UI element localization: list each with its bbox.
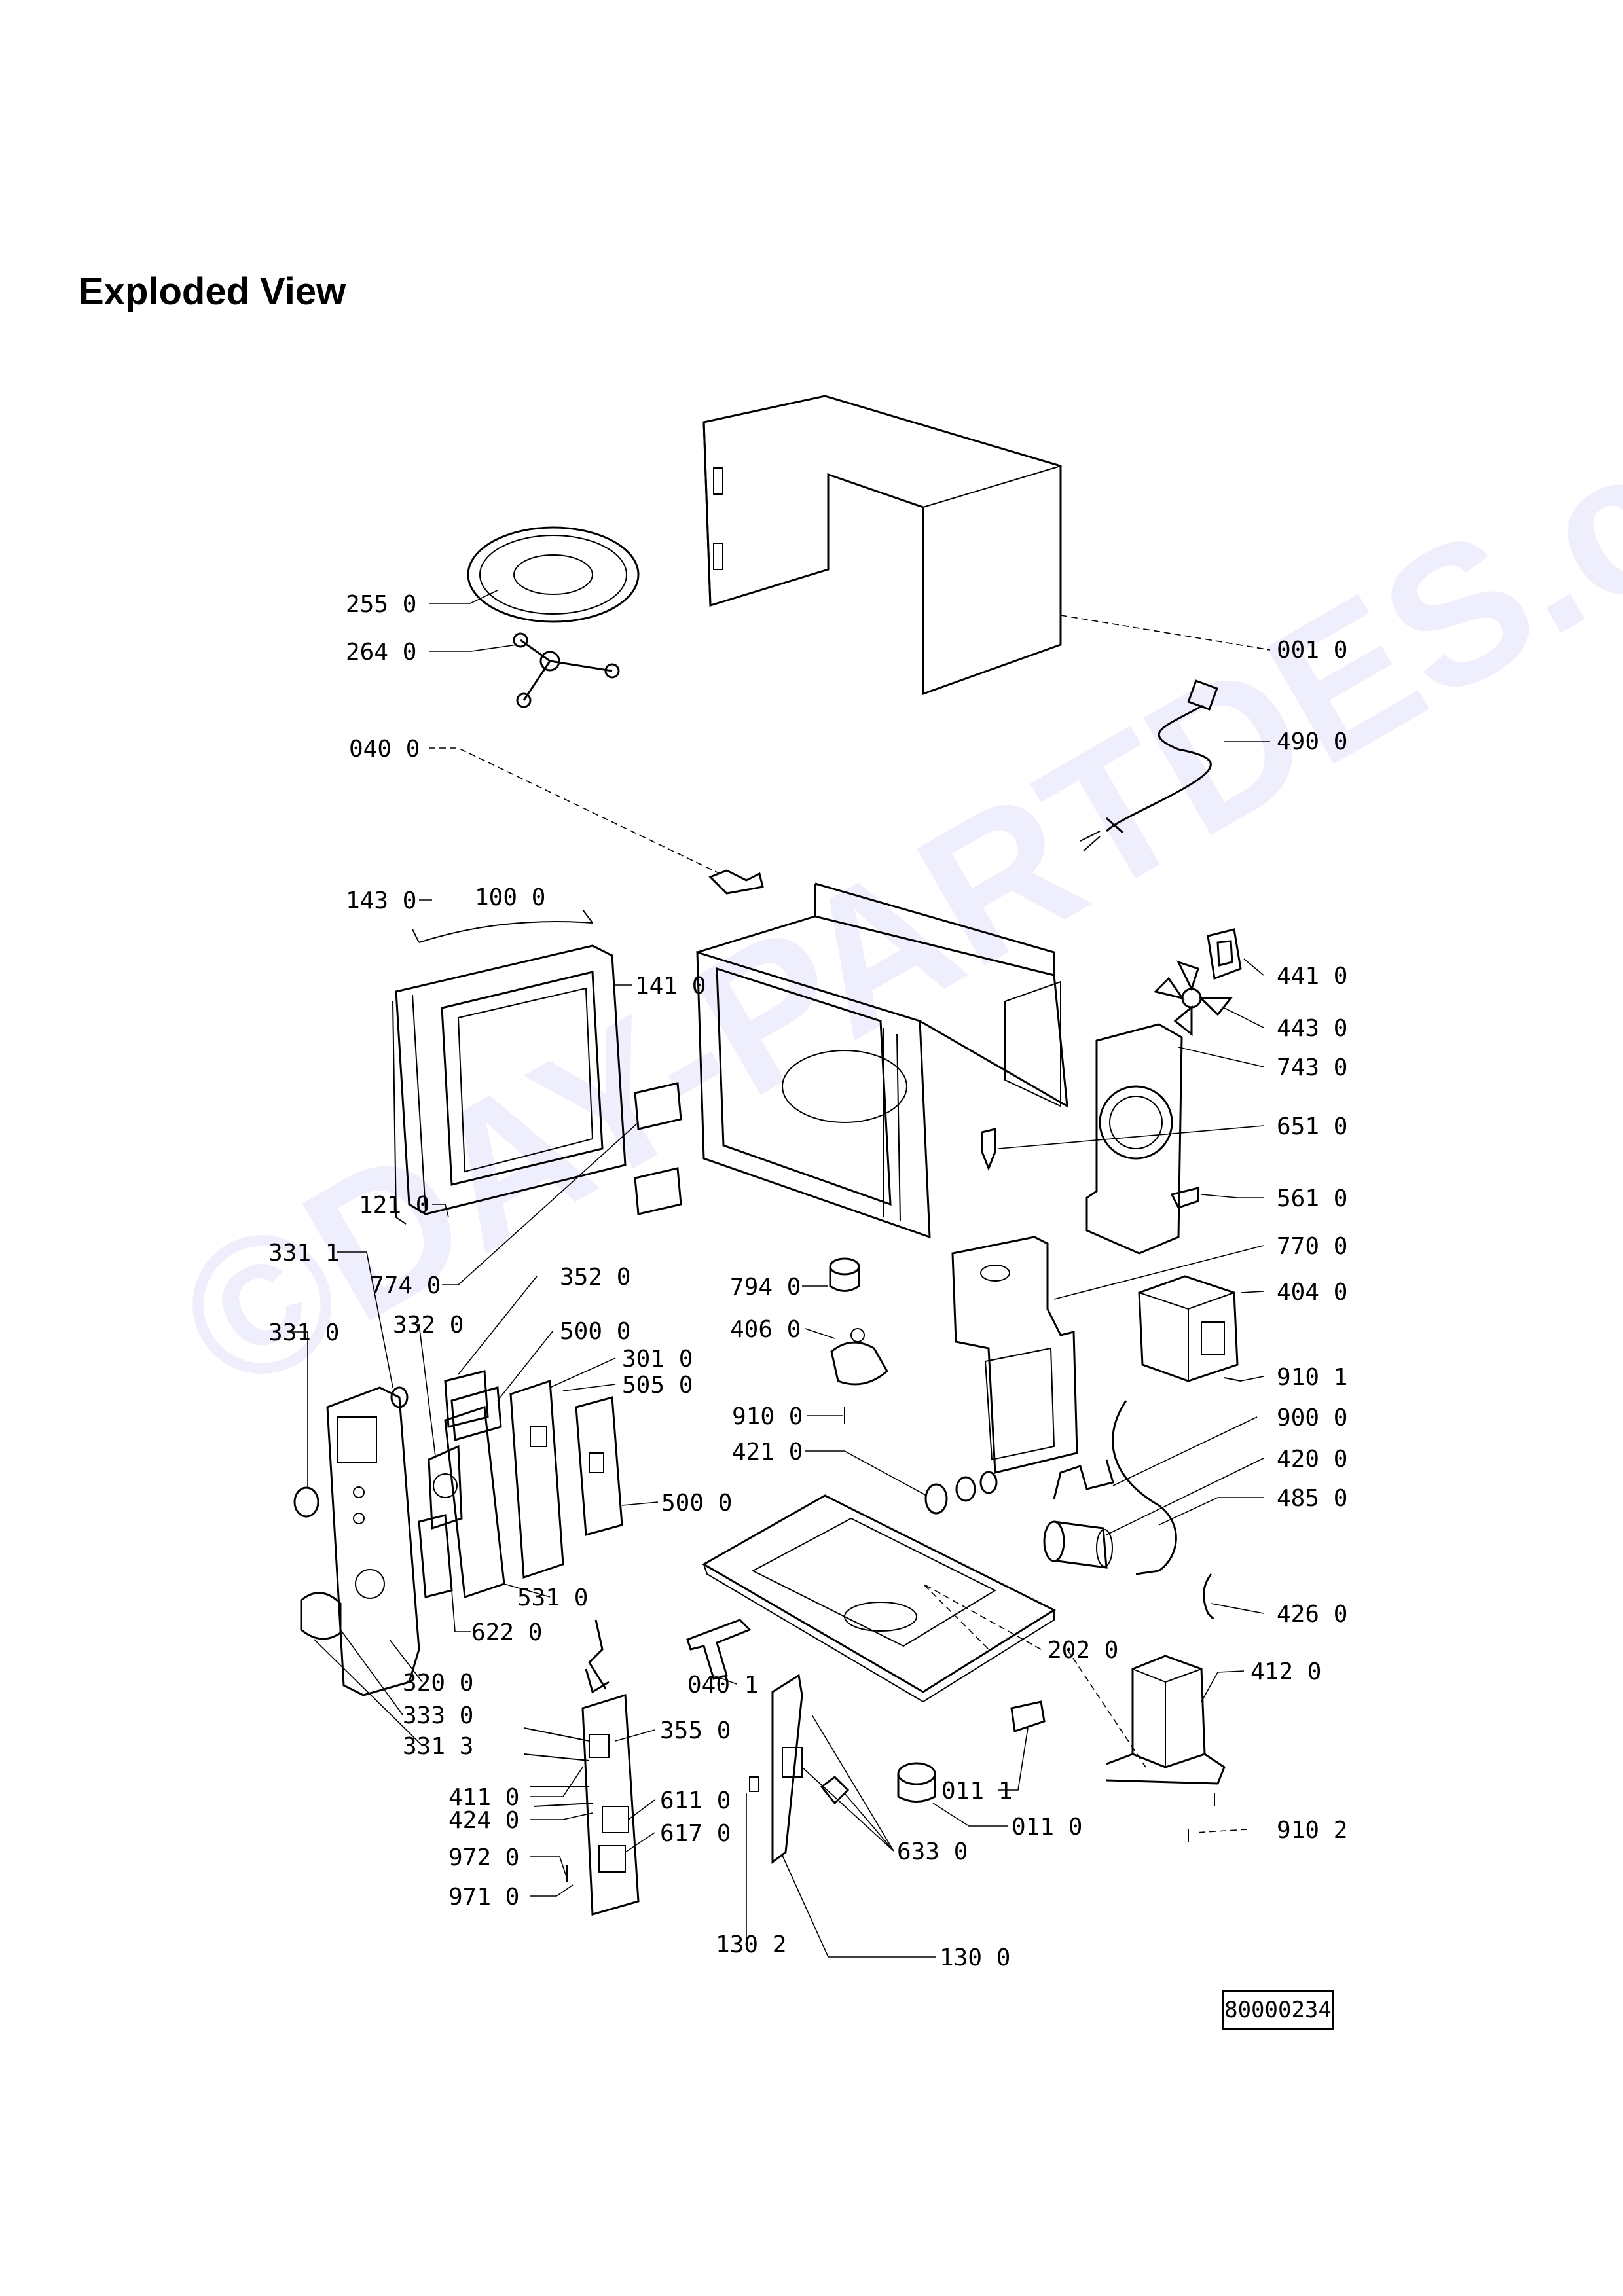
part-label: 320 0 — [403, 1670, 473, 1696]
switch-bracket-part — [1010, 1700, 1046, 1732]
part-label: 331 1 — [268, 1240, 339, 1266]
control-board-part — [444, 1379, 623, 1599]
part-label: 485 0 — [1277, 1485, 1347, 1512]
base-plate-part — [701, 1494, 1057, 1703]
knob-part — [293, 1386, 409, 1640]
capacitor-part — [1043, 1520, 1113, 1569]
part-label: 331 0 — [268, 1319, 339, 1346]
part-label: 040 0 — [349, 736, 420, 762]
turntable-motor-part — [830, 1328, 888, 1386]
air-guide-part — [1085, 1023, 1183, 1255]
part-label: 141 0 — [635, 973, 706, 999]
part-label: 011 1 — [941, 1778, 1012, 1804]
part-label: 651 0 — [1277, 1113, 1347, 1140]
latch-part — [708, 869, 764, 895]
fuse-holder-part — [924, 1471, 998, 1515]
part-label: 424 0 — [448, 1807, 519, 1834]
part-label: 301 0 — [622, 1346, 693, 1372]
part-label: 971 0 — [448, 1884, 519, 1910]
part-label: 264 0 — [346, 639, 416, 666]
oven-cavity-part — [696, 882, 1068, 1239]
part-label: 774 0 — [370, 1272, 441, 1299]
screw-910-2 — [1188, 1793, 1215, 1842]
part-label: 910 0 — [732, 1403, 803, 1430]
part-label: 490 0 — [1277, 728, 1347, 755]
part-label: 406 0 — [730, 1316, 801, 1343]
page-title: Exploded View — [79, 270, 346, 313]
part-label: 202 0 — [1048, 1637, 1118, 1664]
control-panel-part — [326, 1386, 420, 1696]
part-labels: 255 0 264 0 001 0 490 0 040 0 143 0 100 … — [268, 591, 1347, 1971]
electronic-board-part — [523, 1694, 640, 1916]
interlock-latch-part — [686, 1619, 752, 1680]
part-label: 421 0 — [732, 1439, 803, 1465]
part-label: 011 0 — [1012, 1814, 1082, 1840]
door-switch-support-part — [749, 1674, 850, 1864]
part-label: 255 0 — [346, 591, 416, 618]
leader-lines — [288, 590, 1271, 1958]
door-part — [392, 909, 627, 1225]
part-label: 332 0 — [393, 1312, 464, 1338]
part-label: 743 0 — [1277, 1054, 1347, 1081]
part-label: 900 0 — [1277, 1405, 1347, 1431]
document-number: 80000234 — [1222, 1990, 1334, 2030]
part-label: 352 0 — [560, 1264, 630, 1291]
part-label: 355 0 — [660, 1717, 731, 1744]
part-label: 441 0 — [1277, 963, 1347, 990]
glass-tray-part — [467, 526, 640, 623]
fan-part — [1154, 960, 1233, 1037]
part-label: 972 0 — [448, 1844, 519, 1871]
part-label: 420 0 — [1277, 1446, 1347, 1473]
part-label: 611 0 — [660, 1787, 731, 1814]
fan-motor-part — [1207, 928, 1242, 980]
screw-910-1 — [1224, 1377, 1241, 1382]
part-label: 412 0 — [1250, 1659, 1321, 1685]
part-label: 443 0 — [1277, 1015, 1347, 1042]
part-label: 910 1 — [1277, 1364, 1347, 1391]
part-label: 500 0 — [661, 1490, 732, 1516]
part-label: 411 0 — [448, 1784, 519, 1811]
power-cord-part — [1080, 679, 1218, 852]
part-label: 426 0 — [1277, 1601, 1347, 1628]
transformer-part — [1106, 1655, 1226, 1785]
part-label: 143 0 — [346, 888, 416, 914]
part-label: 505 0 — [622, 1372, 693, 1399]
coupler-part — [829, 1257, 860, 1292]
part-label: 331 3 — [403, 1733, 473, 1760]
magnetron-part — [1138, 1275, 1239, 1382]
part-label: 633 0 — [897, 1839, 968, 1865]
part-label: 121 0 — [359, 1192, 429, 1219]
roller-support-part — [513, 632, 620, 708]
waveguide-duct-part — [951, 1236, 1078, 1474]
rotation-arrow — [585, 1619, 610, 1694]
part-label: 404 0 — [1277, 1279, 1347, 1306]
mica-window-part — [634, 1082, 682, 1215]
part-label: 040 1 — [687, 1672, 758, 1698]
bracket-part — [1170, 1187, 1199, 1209]
part-label: 333 0 — [403, 1702, 473, 1729]
part-label: 531 0 — [517, 1585, 588, 1611]
part-label: 622 0 — [471, 1619, 542, 1646]
cabinet-part — [702, 395, 1062, 696]
part-label: 794 0 — [730, 1274, 801, 1300]
part-label: 100 0 — [475, 884, 545, 911]
hv-diode-part — [1112, 1400, 1177, 1575]
part-label: 130 2 — [716, 1931, 786, 1958]
spring-part — [1203, 1573, 1214, 1619]
part-label: 770 0 — [1277, 1233, 1347, 1260]
part-label: 001 0 — [1277, 637, 1347, 664]
relay-part — [897, 1762, 936, 1803]
part-label: 910 2 — [1277, 1817, 1347, 1844]
capacitor-clamp-part — [1053, 1459, 1114, 1499]
part-label: 561 0 — [1277, 1185, 1347, 1212]
lamp-part — [981, 1128, 996, 1172]
part-label: 500 0 — [560, 1318, 630, 1345]
part-label: 617 0 — [660, 1820, 731, 1847]
part-label: 130 0 — [939, 1945, 1010, 1971]
